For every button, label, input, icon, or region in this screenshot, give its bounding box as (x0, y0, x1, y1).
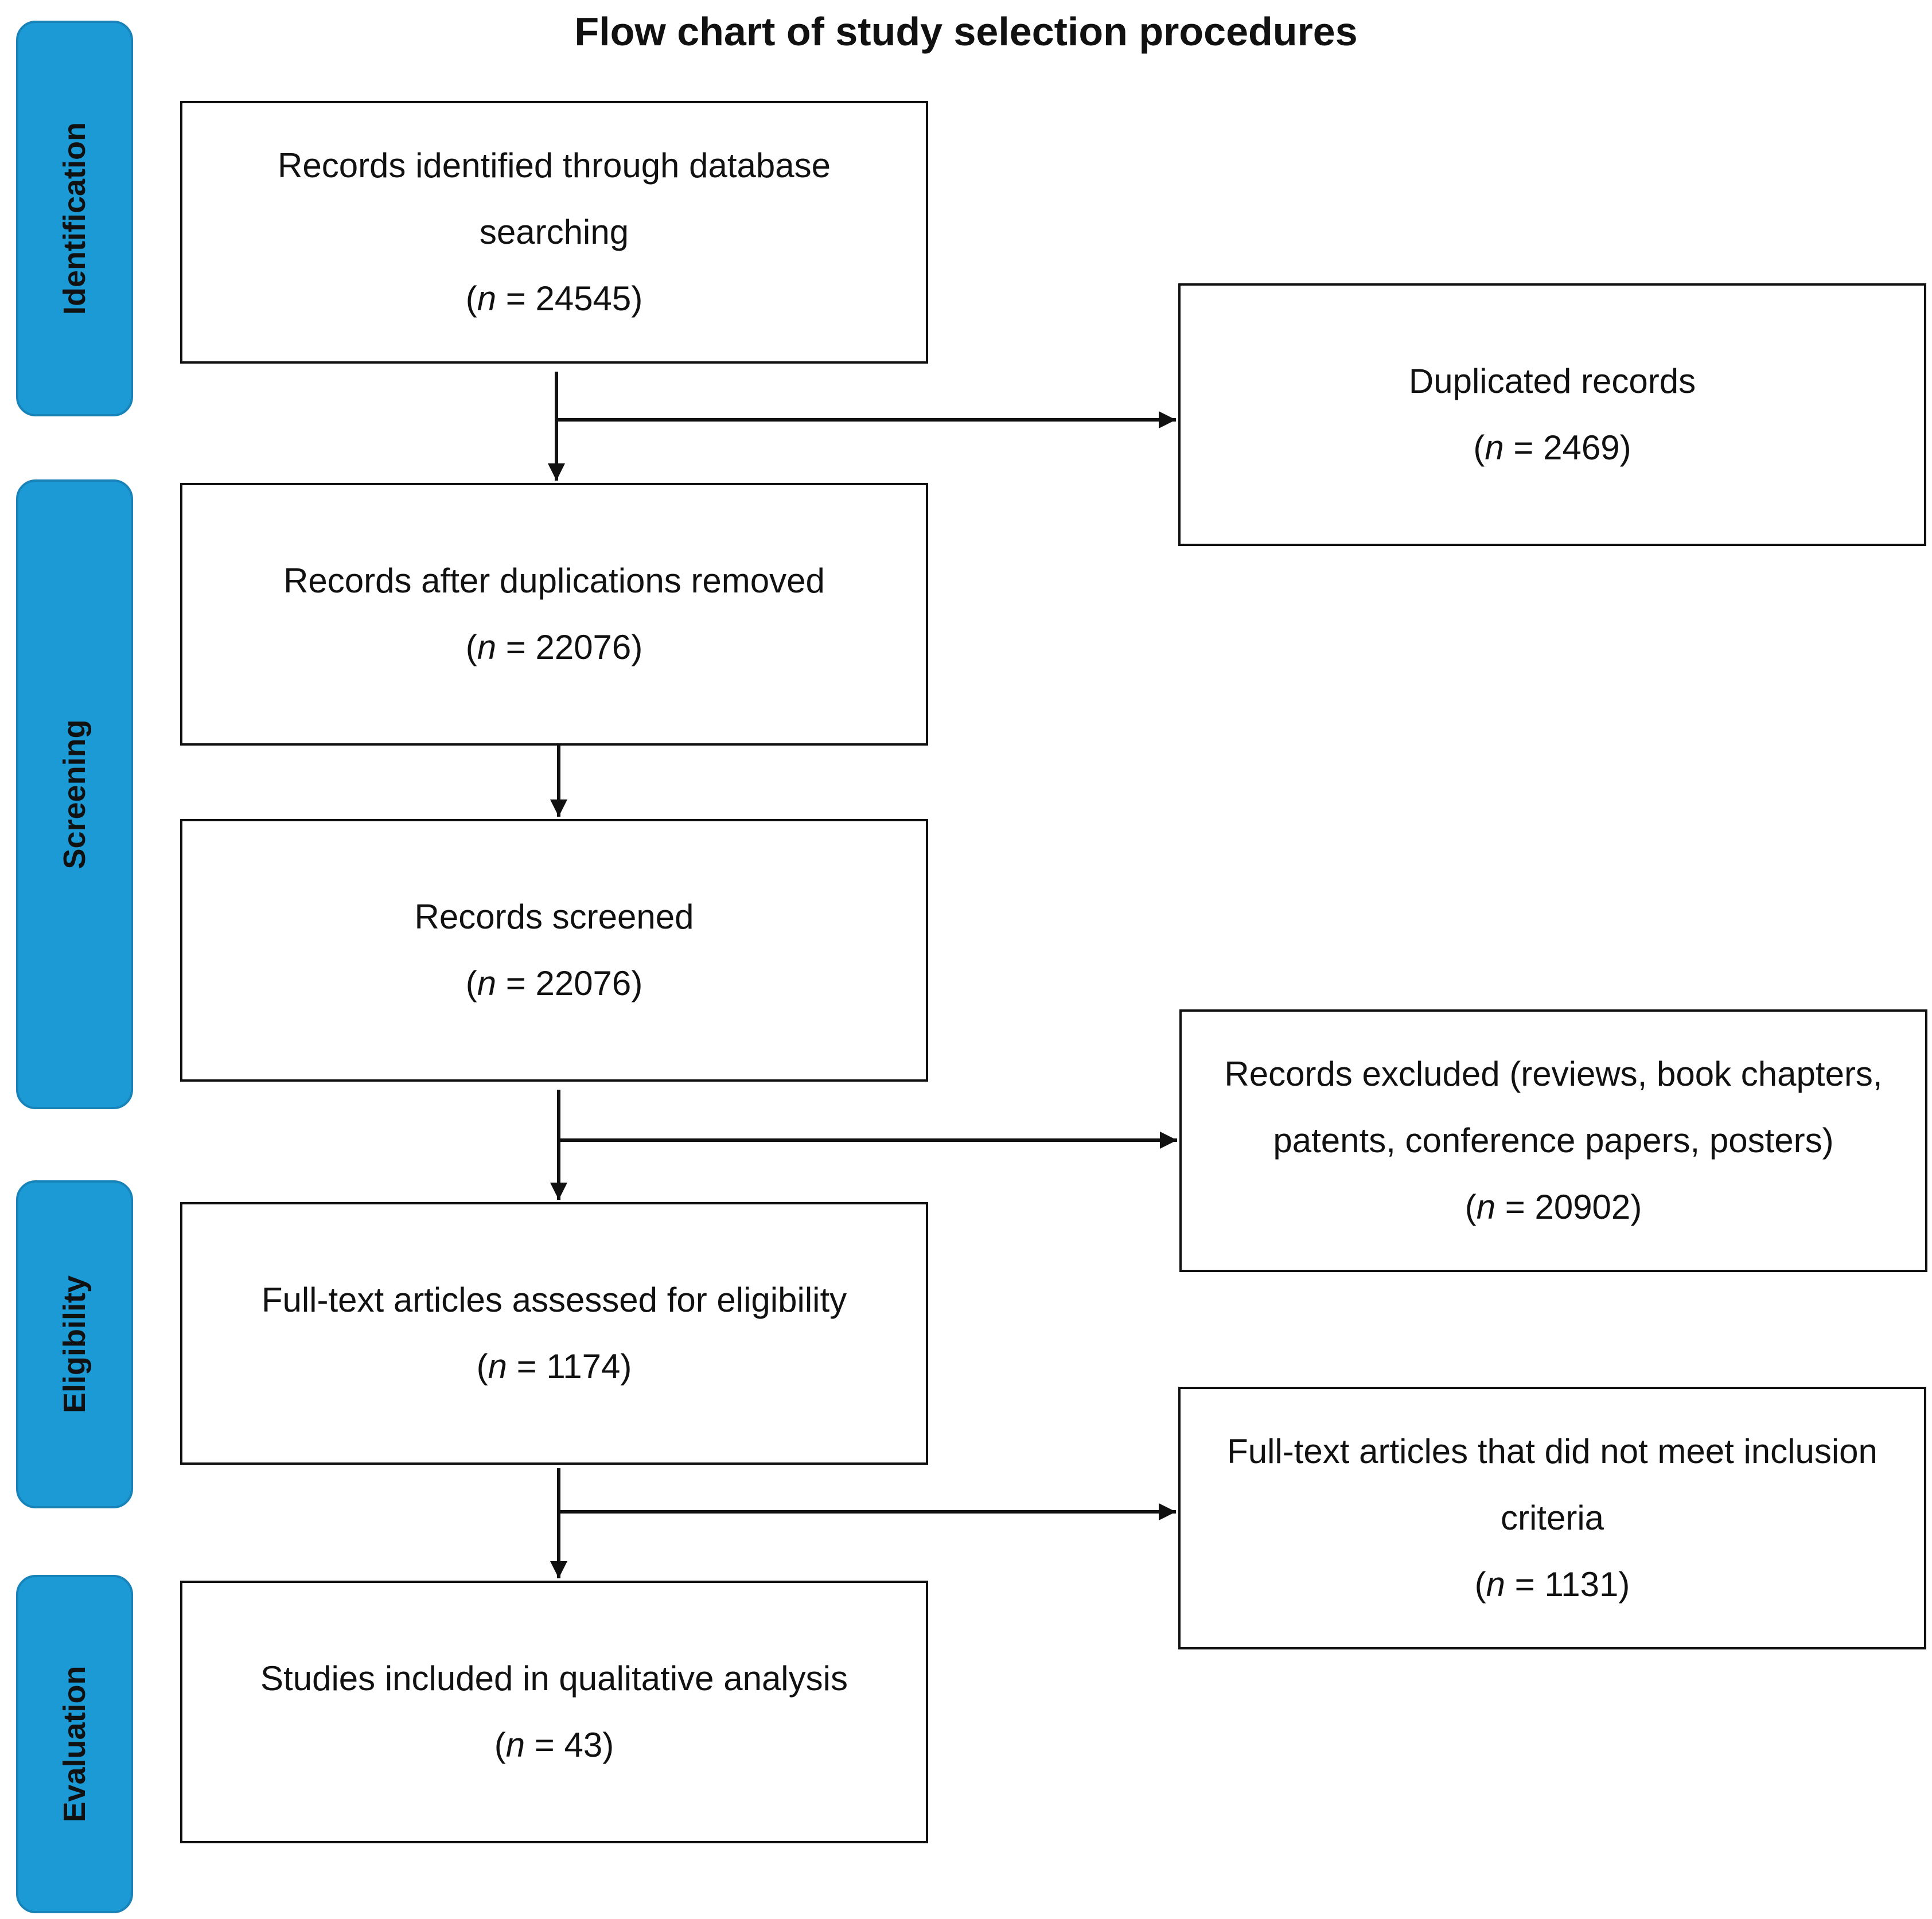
box-studies-included-count: (n = 43) (494, 1726, 614, 1764)
box-records-screened: Records screened (n = 22076) (180, 819, 928, 1082)
box-records-identified-count: (n = 24545) (465, 279, 643, 318)
stage-eligibility: Eligibility (16, 1180, 133, 1508)
box-records-after-duplications: Records after duplications removed (n = … (180, 483, 928, 746)
box-records-identified-label: Records identified through database sear… (278, 146, 831, 251)
box-records-screened-count: (n = 22076) (465, 964, 643, 1003)
box-records-after-duplications-label: Records after duplications removed (283, 561, 825, 600)
box-not-meet-inclusion-count: (n = 1131) (1474, 1565, 1630, 1604)
box-records-screened-label: Records screened (414, 898, 694, 936)
box-records-excluded-label: Records excluded (reviews, book chapters… (1224, 1055, 1883, 1160)
chart-title: Flow chart of study selection procedures (574, 9, 1358, 54)
box-full-text-assessed-count: (n = 1174) (476, 1347, 632, 1386)
box-records-identified: Records identified through database sear… (180, 101, 928, 364)
box-records-excluded: Records excluded (reviews, book chapters… (1179, 1009, 1927, 1272)
stage-identification: Identification (16, 21, 133, 416)
box-records-excluded-count: (n = 20902) (1464, 1188, 1642, 1226)
stage-screening: Screening (16, 479, 133, 1109)
box-studies-included: Studies included in qualitative analysis… (180, 1581, 928, 1843)
box-not-meet-inclusion-label: Full-text articles that did not meet inc… (1227, 1432, 1878, 1537)
box-duplicated-records-count: (n = 2469) (1473, 428, 1631, 467)
stage-evaluation: Evaluation (16, 1575, 133, 1913)
box-records-after-duplications-count: (n = 22076) (465, 628, 643, 666)
box-studies-included-label: Studies included in qualitative analysis (260, 1659, 848, 1698)
box-full-text-assessed: Full-text articles assessed for eligibil… (180, 1202, 928, 1465)
box-duplicated-records-label: Duplicated records (1408, 362, 1696, 400)
box-duplicated-records: Duplicated records (n = 2469) (1178, 283, 1926, 546)
box-not-meet-inclusion: Full-text articles that did not meet inc… (1178, 1387, 1926, 1649)
box-full-text-assessed-label: Full-text articles assessed for eligibil… (261, 1281, 847, 1319)
